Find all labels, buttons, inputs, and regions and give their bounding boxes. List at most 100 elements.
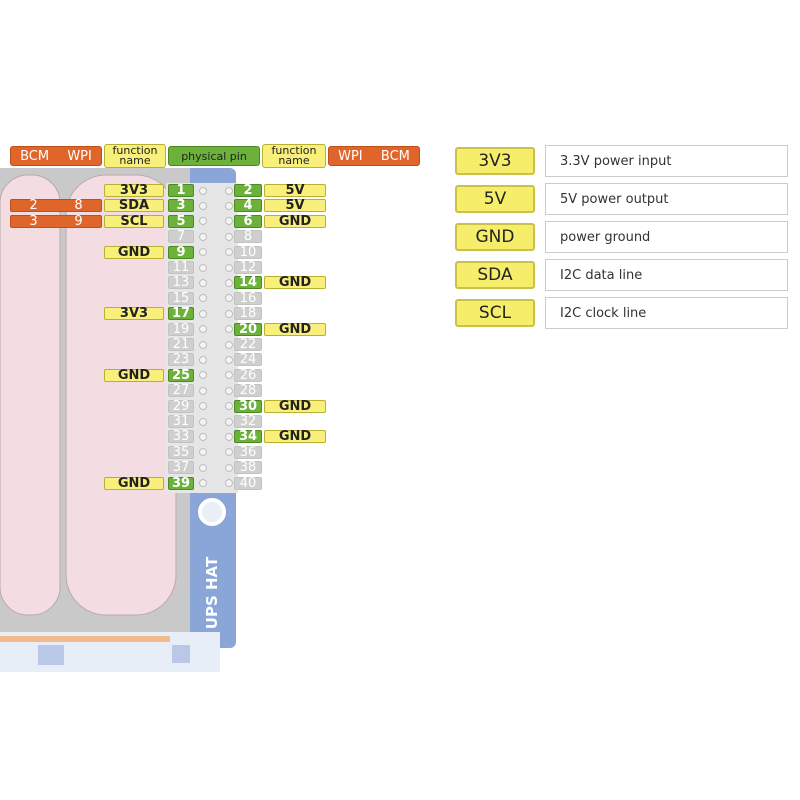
pin-23: 23 (168, 353, 194, 367)
pin-hole-19 (199, 325, 207, 334)
pin-6-function: GND (264, 214, 326, 228)
legend-scl-description: I2C clock line (545, 297, 788, 329)
pin-10: 10 (234, 245, 262, 259)
pin-11: 11 (168, 261, 194, 274)
pin-5: 5 (168, 214, 194, 228)
pin-19: 19 (168, 322, 194, 336)
header-left-wpi: WPI (67, 148, 92, 164)
pin-25: 25 (168, 368, 194, 382)
pin-21: 21 (168, 338, 194, 351)
pin-hole-40 (225, 479, 233, 488)
pin-40: 40 (234, 476, 262, 490)
pin-hole-31 (199, 417, 207, 426)
pin-3-function: SDA (104, 199, 164, 213)
battery-right (65, 174, 177, 616)
usb-port-left (38, 645, 64, 665)
pin-30-function: GND (264, 399, 326, 413)
pin-hole-37 (199, 463, 207, 472)
pin-28: 28 (234, 384, 262, 398)
pin-3: 3 (168, 199, 194, 213)
pin-16: 16 (234, 291, 262, 305)
pin-30: 30 (234, 399, 262, 413)
pin-14: 14 (234, 276, 262, 290)
pin-hole-9 (199, 248, 207, 257)
pin-hole-20 (225, 325, 233, 334)
pin-3-bcm: 2 (29, 198, 38, 214)
pin-32: 32 (234, 415, 262, 428)
header-left-function: function name (104, 144, 166, 168)
pin-34-function: GND (264, 430, 326, 444)
pin-hole-27 (199, 386, 207, 395)
pin-hole-17 (199, 309, 207, 318)
header-left-function-line2: name (119, 154, 151, 167)
pin-39-function: GND (104, 476, 164, 490)
pin-4-function: 5V (264, 199, 326, 213)
pin-hole-11 (199, 263, 207, 272)
pin-hole-8 (225, 232, 233, 241)
pin-22: 22 (234, 338, 262, 351)
pin-26: 26 (234, 368, 262, 382)
pin-5-function: SCL (104, 214, 164, 228)
pin-hole-33 (199, 432, 207, 441)
board-connector-strip (0, 636, 170, 642)
pin-hole-23 (199, 355, 207, 364)
pin-37: 37 (168, 461, 194, 475)
pin-38: 38 (234, 461, 262, 475)
legend-3v3-description: 3.3V power input (545, 145, 788, 177)
pin-hole-24 (225, 355, 233, 364)
pin-17-function: 3V3 (104, 307, 164, 321)
pin-17: 17 (168, 307, 194, 321)
legend-gnd-label: GND (455, 223, 535, 251)
legend-sda-label: SDA (455, 261, 535, 289)
pin-hole-39 (199, 479, 207, 488)
pin-hole-32 (225, 417, 233, 426)
header-left-function-line1: function (112, 144, 158, 157)
header-right-function: function name (262, 144, 326, 168)
pin-39: 39 (168, 476, 194, 490)
pin-27: 27 (168, 384, 194, 398)
battery-left (0, 174, 61, 616)
pin-13: 13 (168, 276, 194, 290)
pin-2-function: 5V (264, 184, 326, 197)
pin-hole-35 (199, 448, 207, 457)
pin-hole-6 (225, 217, 233, 226)
pin-hole-38 (225, 463, 233, 472)
pin-35: 35 (168, 445, 194, 459)
legend-scl-label: SCL (455, 299, 535, 327)
header-right-function-line2: name (278, 154, 310, 167)
pin-hole-22 (225, 340, 233, 349)
mounting-hole (198, 498, 226, 526)
legend-5v-description: 5V power output (545, 183, 788, 215)
pin-hole-25 (199, 371, 207, 380)
pin-36: 36 (234, 445, 262, 459)
pin-15: 15 (168, 291, 194, 305)
pin-18: 18 (234, 307, 262, 321)
header-physical-pin: physical pin (168, 146, 260, 166)
pin-hole-13 (199, 278, 207, 287)
pin-2: 2 (234, 184, 262, 197)
pin-1-function: 3V3 (104, 184, 164, 197)
pin-31: 31 (168, 415, 194, 428)
pin-8: 8 (234, 230, 262, 244)
board-label: UPS HAT (202, 556, 221, 630)
pin-5-wpi: 9 (74, 213, 83, 229)
pin-hole-21 (199, 340, 207, 349)
pin-7: 7 (168, 230, 194, 244)
pin-9-function: GND (104, 245, 164, 259)
pin-12: 12 (234, 261, 262, 274)
pin-hole-3 (199, 201, 207, 210)
header-left-bcm: BCM (20, 148, 50, 164)
pin-24: 24 (234, 353, 262, 367)
pin-29: 29 (168, 399, 194, 413)
pin-4: 4 (234, 199, 262, 213)
pin-hole-16 (225, 294, 233, 303)
pin-hole-15 (199, 294, 207, 303)
pin-hole-10 (225, 248, 233, 257)
pin-hole-34 (225, 432, 233, 441)
pin-hole-14 (225, 278, 233, 287)
legend-sda-description: I2C data line (545, 259, 788, 291)
